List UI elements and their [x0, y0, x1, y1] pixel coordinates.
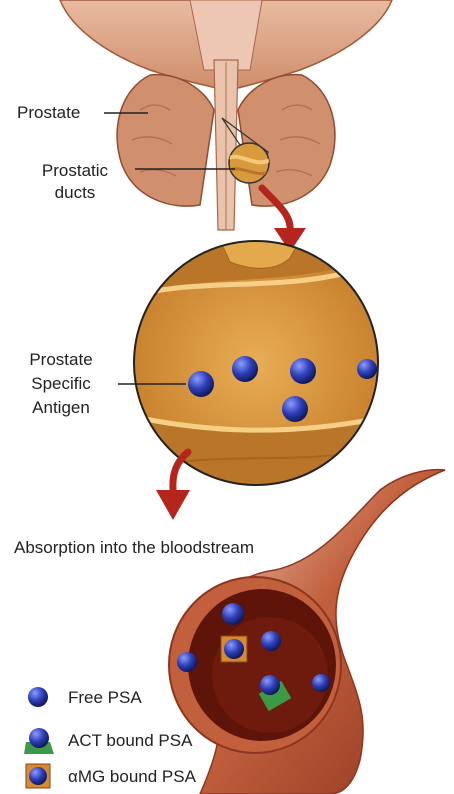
psa-particle [188, 371, 214, 397]
psa-particle [261, 631, 281, 651]
label-psa-line1: Prostate [8, 349, 114, 370]
legend-item-free-psa: Free PSA [24, 683, 284, 713]
legend-label: Free PSA [68, 688, 142, 708]
psa-particle [312, 674, 330, 692]
psa-particle [282, 396, 308, 422]
amg-bound-psa-icon [24, 762, 54, 792]
label-prostatic-ducts-line2: ducts [18, 182, 132, 203]
label-prostate: Prostate [17, 102, 80, 123]
psa-particle [222, 603, 244, 625]
label-absorption: Absorption into the bloodstream [14, 537, 254, 558]
legend-label: αMG bound PSA [68, 767, 196, 787]
label-psa-line2: Specific [8, 373, 114, 394]
act-bound-psa-icon [24, 726, 58, 756]
psa-particle [232, 356, 258, 382]
legend-label: ACT bound PSA [68, 731, 192, 751]
legend-item-amg-bound-psa: αMG bound PSA [24, 762, 284, 792]
psa-particle [357, 359, 377, 379]
psa-particle [177, 652, 197, 672]
label-prostatic-ducts-line1: Prostatic [18, 160, 132, 181]
legend-item-act-bound-psa: ACT bound PSA [24, 726, 284, 756]
free-psa-icon [24, 683, 54, 713]
psa-particle [290, 358, 316, 384]
magnified-view [120, 230, 400, 500]
label-psa-line3: Antigen [8, 397, 114, 418]
